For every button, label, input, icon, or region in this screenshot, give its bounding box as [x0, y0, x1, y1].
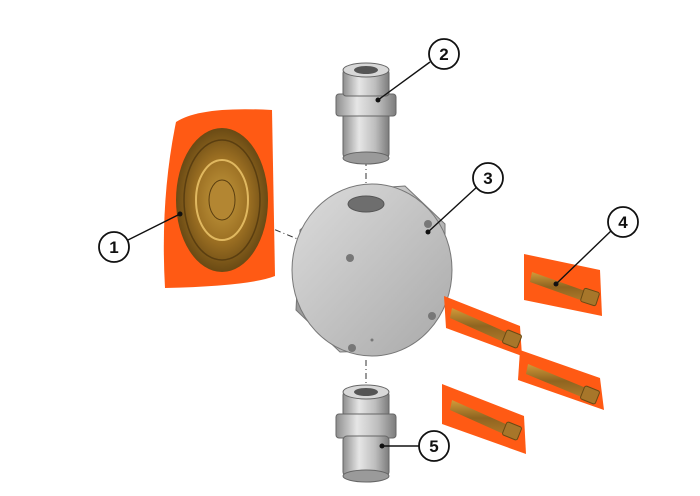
- bolt-3: [518, 350, 604, 410]
- leader-2: [377, 61, 431, 101]
- diaphragm-ring-outer: [183, 139, 261, 261]
- callout-1-circle: [98, 231, 130, 263]
- pump-body-face: [291, 183, 453, 357]
- bolt-3-head: [580, 385, 600, 405]
- callout-3: 3: [472, 162, 504, 194]
- bolt-1-head: [580, 287, 600, 307]
- pump-body-top-port: [347, 195, 385, 213]
- bottom-fitting-bottom: [342, 469, 390, 483]
- leader-1: [127, 213, 181, 241]
- top-fitting-body: [342, 111, 390, 159]
- callout-3-label: 3: [483, 169, 492, 188]
- bolt-4-head: [502, 421, 522, 441]
- bolt-hole-2: [346, 254, 354, 262]
- callout-2: 2: [428, 38, 460, 70]
- diaphragm-part: [163, 109, 275, 288]
- callout-1: 1: [98, 231, 130, 263]
- leader-dot-4: [553, 281, 559, 287]
- callout-5: 5: [418, 430, 450, 462]
- callout-5-label: 5: [429, 437, 438, 456]
- callout-4-circle: [607, 206, 639, 238]
- leader-lines: [127, 61, 613, 447]
- top-fitting-bore: [354, 66, 378, 74]
- callout-3-circle: [472, 162, 504, 194]
- bolt-2-shaft: [450, 308, 510, 344]
- bolt-4: [442, 384, 526, 454]
- leader-dot-1: [177, 211, 183, 217]
- bolt-hole-1: [424, 220, 432, 228]
- callouts: 1 2 3 4 5: [98, 38, 639, 462]
- callout-4: 4: [607, 206, 639, 238]
- diaphragm-center: [208, 179, 236, 221]
- top-fitting-part: [335, 62, 397, 165]
- leader-dot-5: [379, 443, 385, 449]
- bolts-part: [442, 254, 604, 454]
- leader-4: [555, 229, 613, 285]
- top-fitting-hex: [335, 93, 397, 117]
- leader-3: [427, 185, 479, 233]
- bolt-1: [524, 254, 602, 316]
- bottom-fitting-hex: [335, 413, 397, 439]
- leader-dot-3: [425, 229, 431, 235]
- leader-dots: [177, 97, 559, 449]
- diaphragm-ring-mid: [195, 159, 249, 241]
- callout-5-circle: [418, 430, 450, 462]
- leader-dot-2: [375, 97, 381, 103]
- bolt-4-shaft: [450, 400, 510, 436]
- callout-1-label: 1: [109, 238, 118, 257]
- top-fitting-bottom: [342, 151, 390, 165]
- callout-2-circle: [428, 38, 460, 70]
- bolt-2: [444, 296, 522, 356]
- bolt-hole-4: [348, 344, 356, 352]
- bolt-3-shaft: [526, 364, 586, 398]
- callout-2-label: 2: [439, 45, 448, 64]
- pump-body-part: [291, 183, 453, 357]
- bottom-fitting-part: [335, 384, 397, 483]
- bottom-fitting-bore: [354, 388, 378, 396]
- callout-4-label: 4: [618, 213, 628, 232]
- bottom-port-mark: [370, 338, 374, 342]
- bolt-1-shaft: [530, 272, 588, 302]
- bolt-2-head: [502, 329, 522, 349]
- bolt-hole-3: [428, 312, 436, 320]
